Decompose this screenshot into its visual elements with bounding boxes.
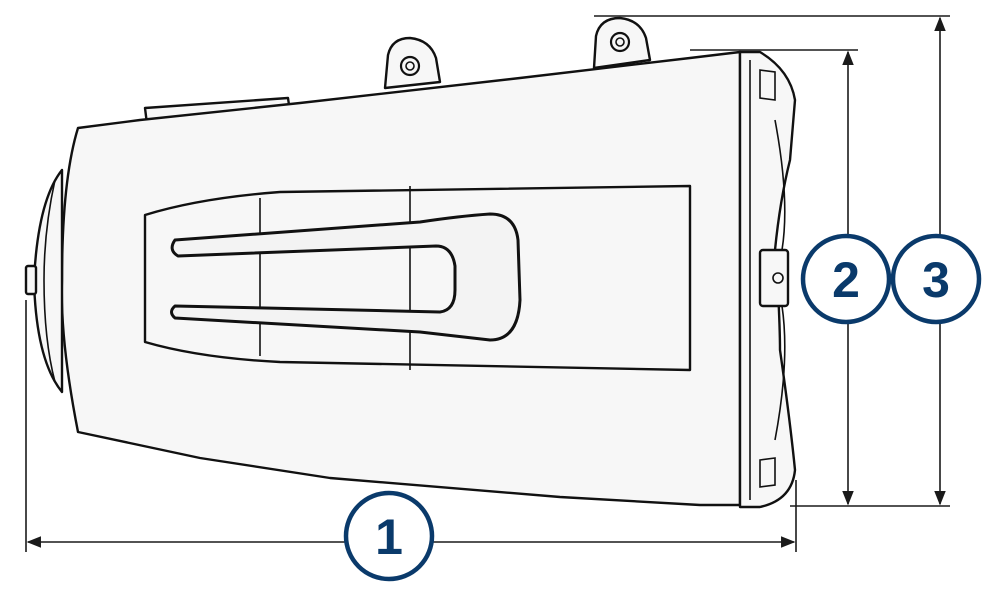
front-lens [32, 168, 64, 394]
dimension-lines [25, 15, 950, 552]
callout-inner-height-label: 2 [832, 252, 860, 308]
clip-plate [143, 184, 692, 372]
mount-tab-right-hole [609, 31, 631, 53]
callout-inner-height: 2 [800, 233, 892, 325]
callout-length-label: 1 [375, 509, 403, 565]
callout-overall-height: 3 [890, 233, 982, 325]
belt-clip [170, 212, 522, 342]
mount-tab-right [592, 16, 652, 70]
callout-overall-height-label: 3 [922, 252, 950, 308]
callout-length: 1 [343, 490, 435, 582]
device-body [24, 16, 797, 509]
rear-connector [758, 248, 790, 308]
mount-tab-left-hole [399, 55, 421, 77]
front-button [24, 264, 38, 296]
